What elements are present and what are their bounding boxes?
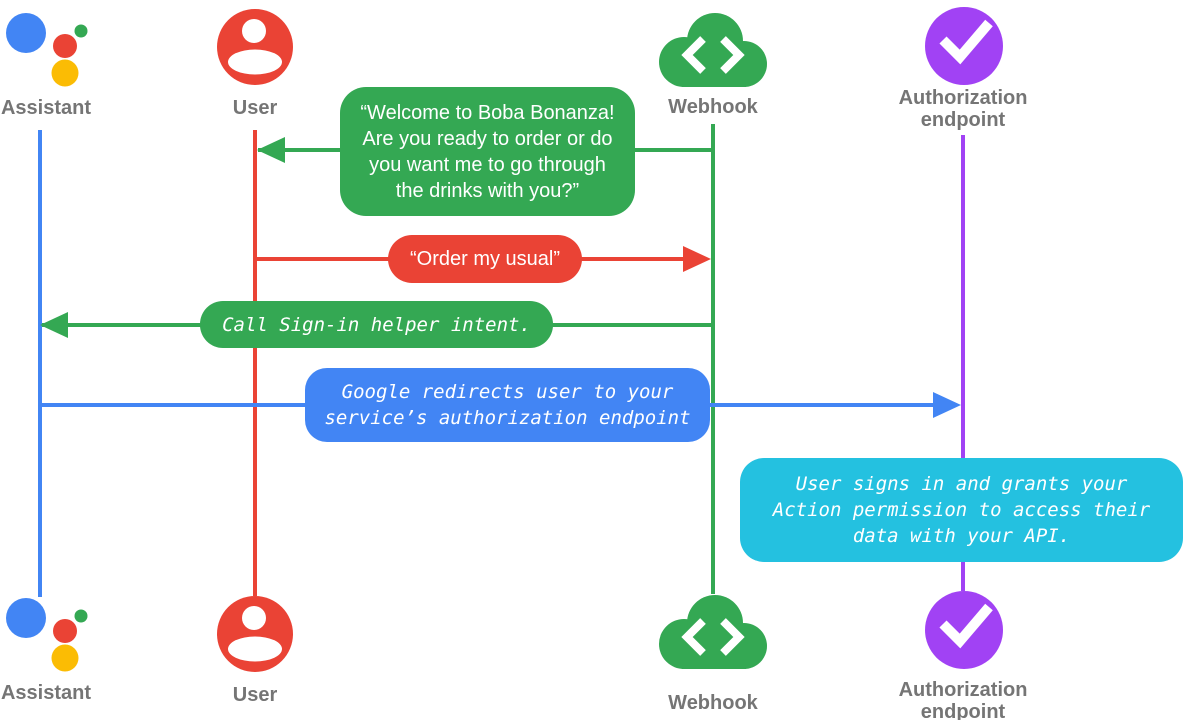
webhook-code-cloud-icon	[659, 595, 767, 669]
webhook-label-bottom: Webhook	[668, 692, 758, 714]
message-line: “Welcome to Boba Bonanza!	[360, 101, 615, 124]
assistant-label-top: Assistant	[0, 97, 92, 119]
signin-note-box: User signs in and grants your Action per…	[740, 458, 1183, 562]
webhook-lifeline	[711, 124, 715, 594]
user-person-icon	[217, 596, 293, 672]
message-line: Are you ready to order or do	[362, 127, 613, 150]
message-line: User signs in and grants your	[795, 473, 1128, 495]
user-person-icon	[217, 9, 293, 85]
assistant-lifeline	[38, 130, 42, 597]
message-line: you want me to go through	[369, 153, 606, 176]
webhook-code-cloud-icon	[659, 13, 767, 87]
authorization-endpoint-lifeline	[961, 135, 965, 591]
authorization-endpoint-label-bottom: Authorization endpoint	[896, 679, 1030, 720]
order-arrowhead-right-icon	[683, 246, 711, 272]
label-line: endpoint	[920, 109, 1006, 131]
label-line: endpoint	[920, 701, 1006, 720]
redirect-message-box: Google redirects user to your service’s …	[305, 368, 710, 442]
message-line: data with your API.	[852, 525, 1071, 547]
welcome-message-box: “Welcome to Boba Bonanza! Are you ready …	[340, 87, 635, 216]
user-lifeline	[253, 130, 257, 596]
google-assistant-icon	[6, 598, 88, 672]
message-line: Action permission to access their	[772, 499, 1151, 521]
user-label-bottom: User	[232, 684, 278, 706]
google-assistant-icon	[6, 13, 88, 87]
message-line: “Order my usual”	[409, 248, 561, 270]
welcome-arrowhead-left-icon	[257, 137, 285, 163]
signin-message-box: Call Sign-in helper intent.	[200, 301, 553, 348]
assistant-label-bottom: Assistant	[0, 682, 92, 704]
signin-arrowhead-left-icon	[40, 312, 68, 338]
redirect-arrowhead-right-icon	[933, 392, 961, 418]
webhook-label-top: Webhook	[668, 96, 758, 118]
message-line: service’s authorization endpoint	[324, 407, 691, 429]
label-line: Authorization	[898, 87, 1028, 109]
label-line: Authorization	[898, 679, 1028, 701]
message-line: Google redirects user to your	[341, 381, 674, 403]
authorization-checkmark-icon	[925, 591, 1003, 669]
message-line: the drinks with you?”	[395, 179, 580, 202]
authorization-checkmark-icon	[925, 7, 1003, 85]
user-label-top: User	[232, 97, 278, 119]
order-message-box: “Order my usual”	[388, 235, 582, 283]
authorization-endpoint-label-top: Authorization endpoint	[896, 87, 1030, 131]
message-line: Call Sign-in helper intent.	[222, 313, 531, 336]
